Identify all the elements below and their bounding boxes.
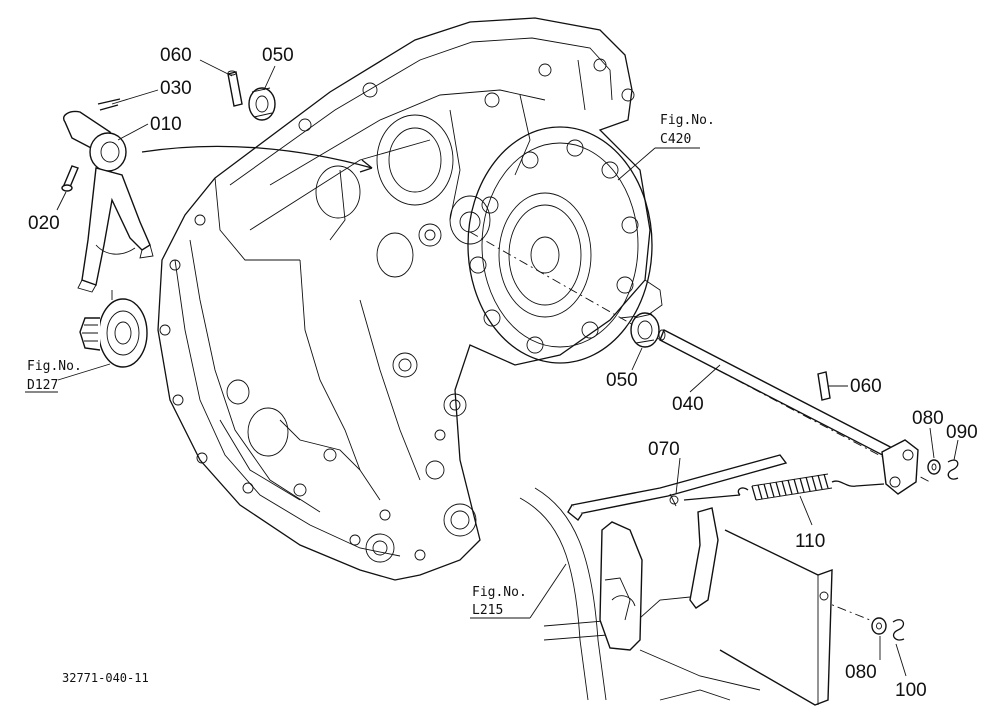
callout-020: 020 [28,213,60,234]
part-070-rod [567,454,788,522]
part-090-clip [947,459,959,480]
drawing-code: 32771-040-11 [62,671,149,685]
figref-l215-title: Fig.No. [472,585,527,600]
shaft-arm-plate [881,439,919,495]
callout-010: 010 [150,114,182,135]
part-100-clip [892,619,905,641]
part-060-pin-lower [817,371,831,401]
callout-080-lower: 080 [845,662,877,683]
callout-060-top: 060 [160,45,192,66]
callout-080-upper: 080 [912,408,944,429]
callout-070: 070 [648,439,680,460]
figref-d127-title: Fig.No. [27,359,82,374]
part-030-snap-pin [97,98,121,111]
callout-110: 110 [795,531,825,552]
lever-bracket-l215 [519,487,833,706]
callout-060-lower: 060 [850,376,882,397]
part-010-shift-fork [63,110,154,293]
part-050-bushing-top [248,87,276,121]
front-flange [376,126,663,364]
callout-050-top: 050 [262,45,294,66]
leader-lines [25,59,959,677]
assembly-arrow [141,145,373,169]
figref-c420-title: Fig.No. [660,113,715,128]
figref-c420-number: C420 [660,132,691,147]
callout-040: 040 [672,394,704,415]
part-020-bolt [61,165,79,192]
callout-050-lower: 050 [606,370,638,391]
transmission-case [157,17,651,581]
assembly-arrow-head [359,159,373,173]
callout-090: 090 [946,422,978,443]
part-060-pin-top [227,70,243,107]
callout-100: 100 [895,680,927,701]
callout-030: 030 [160,78,192,99]
part-050-bushing-lower [630,312,660,348]
part-080-washer-upper [927,459,941,475]
part-110-spring [683,473,885,501]
bearing-d127 [79,298,148,368]
figref-d127-number: D127 [27,378,58,393]
part-080-washer-lower [871,617,887,635]
figref-l215-number: L215 [472,603,503,618]
